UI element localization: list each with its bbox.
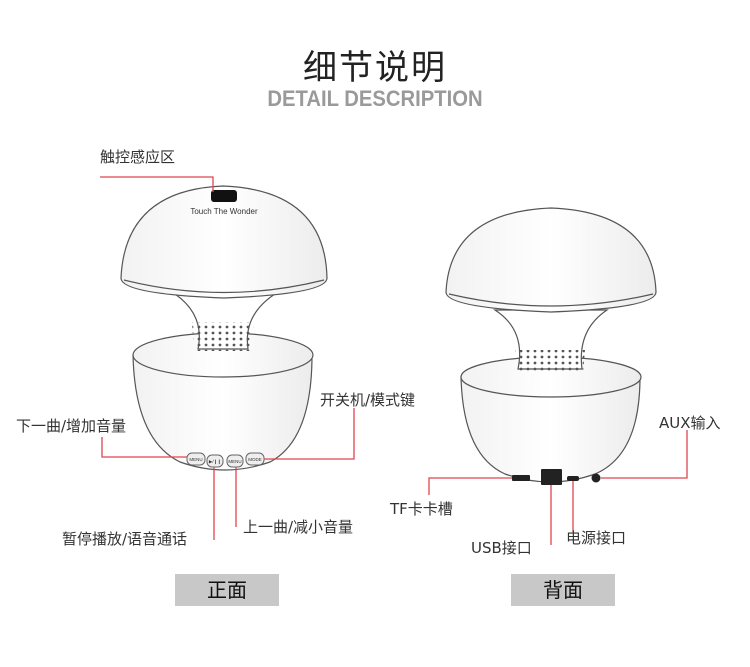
front-buttons	[186, 452, 265, 468]
front-leaders	[100, 176, 355, 540]
caption-back: 背面	[511, 574, 615, 606]
label-play-voice: 暂停播放/语音通话	[62, 530, 188, 548]
label-power-mode: 开关机/模式键	[320, 391, 416, 409]
label-aux: AUX输入	[659, 414, 721, 432]
back-ports	[512, 469, 601, 485]
page-subtitle: DETAIL DESCRIPTION	[267, 86, 483, 111]
label-power-port: 电源接口	[566, 529, 627, 547]
label-touch-area: 触控感应区	[100, 148, 176, 166]
button-next-label: MENU	[189, 457, 202, 462]
touch-pad	[211, 190, 237, 202]
caption-front: 正面	[175, 574, 279, 606]
front-speaker	[120, 185, 328, 471]
button-prev[interactable]	[226, 454, 244, 468]
label-usb: USB接口	[471, 539, 532, 557]
power-port[interactable]	[567, 476, 579, 481]
button-next[interactable]	[186, 452, 206, 466]
usb-port[interactable]	[541, 469, 562, 485]
button-play[interactable]	[206, 454, 224, 468]
label-next-volume-up: 下一曲/增加音量	[16, 417, 127, 435]
back-leaders	[428, 430, 688, 545]
label-prev-volume-down: 上一曲/减小音量	[243, 518, 354, 536]
label-tf-slot: TF卡卡槽	[390, 500, 453, 518]
button-prev-label: MENU	[228, 459, 241, 464]
tf-slot[interactable]	[512, 475, 530, 481]
brand-text: Touch The Wonder	[190, 207, 258, 216]
button-mode-label: MODE	[248, 457, 262, 462]
aux-jack[interactable]	[591, 473, 601, 483]
back-speaker	[445, 207, 657, 483]
button-play-label: ▶/❙❙	[209, 459, 221, 465]
page-title: 细节说明	[303, 48, 447, 88]
